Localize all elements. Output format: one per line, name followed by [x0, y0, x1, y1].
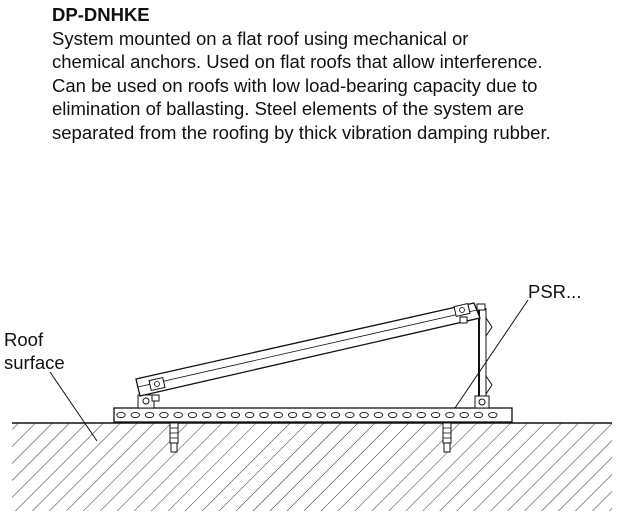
rail-slot — [373, 411, 384, 419]
rail-slot — [488, 411, 498, 419]
rail-slot — [187, 411, 198, 419]
psr-label: PSR... — [528, 281, 581, 302]
perforated-rail — [113, 407, 513, 423]
description-line: elimination of ballasting. Steel element… — [52, 98, 524, 120]
rail-slot — [116, 411, 126, 419]
rear-support — [474, 303, 493, 409]
rail-slot — [459, 411, 469, 419]
leader-lines — [49, 299, 529, 442]
description-line: Can be used on roofs with low load-beari… — [52, 74, 538, 96]
description-line: System mounted on a flat roof using mech… — [52, 28, 469, 49]
system-description: System mounted on a flat roof using mech… — [52, 27, 551, 144]
rail-slot — [416, 411, 426, 419]
rail-slot — [259, 411, 269, 419]
rail-slots — [116, 411, 498, 419]
rail-slot — [345, 411, 355, 419]
rail-slot — [473, 411, 484, 419]
roof-structure — [12, 422, 612, 511]
rail-slot — [287, 411, 298, 419]
rail-slot — [359, 411, 369, 419]
solar-panel — [135, 302, 481, 402]
roof-label-line1: Roof — [4, 329, 44, 350]
anchor-left — [169, 422, 179, 453]
rail-slot — [173, 411, 183, 419]
rail-slot — [302, 411, 312, 419]
rail-slot — [130, 411, 140, 419]
anchor-right — [442, 422, 452, 453]
rail-slot — [245, 411, 255, 419]
rail-slot — [445, 411, 455, 419]
rail-slot — [144, 411, 155, 419]
description-line: chemical anchors. Used on flat roofs tha… — [52, 51, 543, 73]
description-line: separated from the roofing by thick vibr… — [52, 121, 551, 143]
rail-slot — [402, 411, 412, 419]
rail-slot — [430, 411, 441, 419]
rail-slot — [202, 411, 212, 419]
rail-slot — [388, 411, 398, 419]
rail-slot — [230, 411, 241, 419]
system-title: DP-DNHKE — [52, 4, 150, 25]
roof-label-line2: surface — [4, 352, 65, 373]
rail-slot — [273, 411, 283, 419]
rail-slot — [330, 411, 341, 419]
rail-slot — [316, 411, 326, 419]
rail-slot — [159, 411, 169, 419]
rail-slot — [216, 411, 226, 419]
